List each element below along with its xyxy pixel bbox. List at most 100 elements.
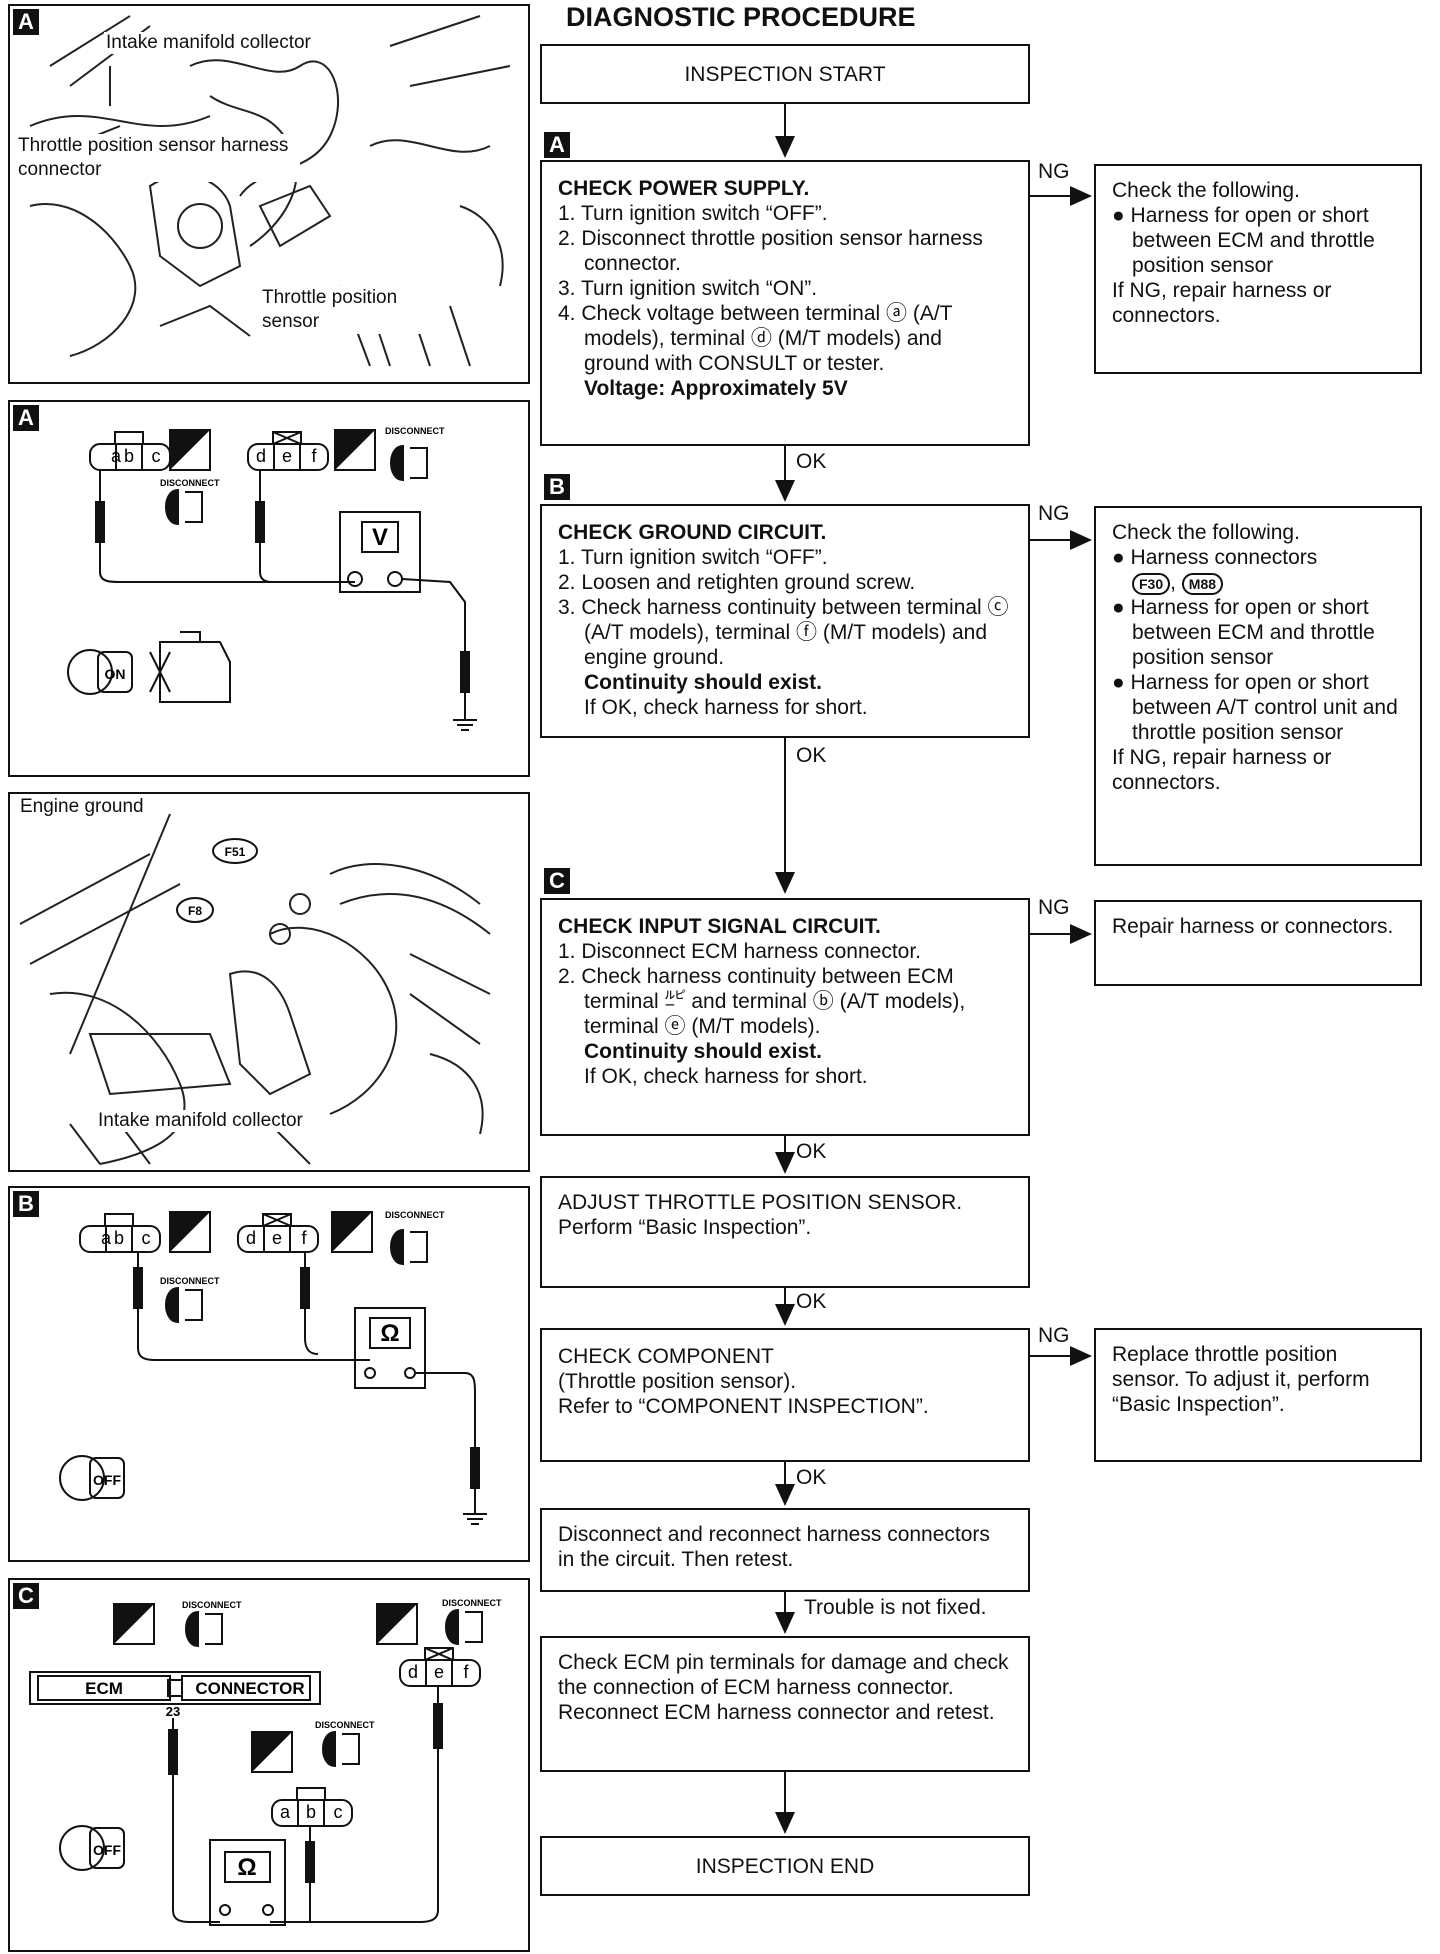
key-off: OFF: [93, 1472, 121, 1488]
pin-f: f: [311, 446, 317, 466]
step-tag-c: C: [544, 868, 570, 894]
continuity-spec-b: Continuity should exist.: [584, 671, 823, 694]
pin-f-b: f: [301, 1228, 307, 1248]
connector-f8: F8: [188, 904, 202, 918]
inspection-end-box: INSPECTION END: [540, 1836, 1030, 1896]
note-b: If OK, check harness for short.: [584, 696, 868, 719]
ts-icon: [169, 429, 211, 471]
ng-a-intro: Check the following.: [1112, 179, 1300, 202]
pin-c-c: c: [334, 1802, 343, 1822]
engine-ground-sketch: F51 F8: [19, 813, 491, 1165]
component-line-3: Refer to “COMPONENT INSPECTION”.: [558, 1395, 929, 1418]
circuit-c-illustration: C: [8, 1578, 530, 1952]
pin-c-b: c: [142, 1228, 151, 1248]
pin-a-c: a: [280, 1802, 291, 1822]
ts-icon-2: [334, 429, 376, 471]
ng-label-a: NG: [1038, 160, 1070, 183]
disconnect-label-c3: DISCONNECT: [315, 1720, 375, 1730]
label-engine-ground: Engine ground: [18, 796, 146, 818]
check-power-supply-title: CHECK POWER SUPPLY.: [558, 177, 810, 200]
check-ground-circuit-box: CHECK GROUND CIRCUIT. 1. Turn ignition s…: [540, 504, 1030, 738]
reconnect-box: Disconnect and reconnect harness connect…: [540, 1508, 1030, 1592]
connector-f51: F51: [225, 845, 246, 859]
circuit-b-illustration: B a b c d e f: [8, 1186, 530, 1562]
ecm-check-line-1: Check ECM pin terminals for damage and c…: [558, 1651, 1009, 1699]
ts-label-2: T.S.: [355, 456, 371, 466]
ok-label-b: OK: [796, 744, 827, 767]
ts-label-b: T.S.: [190, 1238, 206, 1248]
ng-box-c: Repair harness or connectors.: [1094, 900, 1422, 986]
step-b-1: 1. Turn ignition switch “OFF”.: [558, 546, 828, 569]
adjust-tps-box: ADJUST THROTTLE POSITION SENSOR. Perform…: [540, 1176, 1030, 1288]
step-a-4: 4. Check voltage between terminal ⓐ (A/T…: [558, 302, 953, 375]
pin-a: a: [111, 446, 122, 466]
ng-b-outro: If NG, repair harness or connectors.: [1112, 746, 1332, 794]
ecm-label: ECM: [85, 1679, 123, 1698]
ts-label: T.S.: [190, 456, 206, 466]
ng-box-a: Check the following. ● Harness for open …: [1094, 164, 1422, 374]
ng-label-c: NG: [1038, 896, 1070, 919]
adjust-line-1: ADJUST THROTTLE POSITION SENSOR.: [558, 1191, 963, 1214]
step-c-1: 1. Disconnect ECM harness connector.: [558, 940, 922, 963]
disconnect-label: DISCONNECT: [160, 478, 220, 488]
disconnect-label-c2: DISCONNECT: [442, 1598, 502, 1608]
panel-tag-b: B: [13, 1191, 39, 1217]
not-fixed-label: Trouble is not fixed.: [804, 1596, 987, 1619]
pin-d-b: d: [246, 1228, 256, 1248]
pin-b-c: b: [306, 1802, 316, 1822]
pin-c: c: [152, 446, 161, 466]
continuity-spec-c: Continuity should exist.: [584, 1040, 823, 1063]
label-intake-manifold-collector: Intake manifold collector: [104, 32, 313, 54]
ng-box-b: Check the following. ● Harness connector…: [1094, 506, 1422, 866]
ecm-check-line-2: Reconnect ECM harness connector and rete…: [558, 1701, 995, 1724]
ok-label-a: OK: [796, 450, 827, 473]
ecm-pin-23: 23: [166, 1704, 180, 1719]
throttle-sensor-location-illustration: A Intake manifold collector Throttle pos…: [8, 4, 530, 384]
ts-label-c2: T.S.: [270, 1758, 286, 1768]
adjust-line-2: Perform “Basic Inspection”.: [558, 1216, 812, 1239]
component-line-2: (Throttle position sensor).: [558, 1370, 797, 1393]
disconnect-label-b2: DISCONNECT: [385, 1210, 445, 1220]
voltmeter-symbol: V: [372, 524, 388, 551]
pin-a-b: a: [101, 1228, 112, 1248]
label-throttle-position-sensor: Throttle position sensor: [260, 286, 434, 334]
connector-label: CONNECTOR: [195, 1679, 304, 1698]
pin-d-c: d: [408, 1662, 418, 1682]
ng-b-bullet-2: ● Harness for open or short between ECM …: [1112, 596, 1375, 669]
ng-a-bullet-1: ● Harness for open or short between ECM …: [1112, 204, 1375, 277]
step-tag-b: B: [544, 474, 570, 500]
label-intake-manifold-collector-2: Intake manifold collector: [96, 1110, 305, 1132]
ng-label-component: NG: [1038, 1324, 1070, 1347]
panel-tag-c: C: [13, 1583, 39, 1609]
step-b-3: 3. Check harness continuity between term…: [558, 596, 1009, 669]
pin-b: b: [124, 446, 134, 466]
step-a-1: 1. Turn ignition switch “OFF”.: [558, 202, 828, 225]
panel-tag-a: A: [13, 9, 39, 35]
disconnect-label-c: DISCONNECT: [182, 1600, 242, 1610]
engine-ground-illustration: F51 F8 Engine ground Intake manifold col…: [8, 792, 530, 1172]
pin-e: e: [282, 446, 292, 466]
check-input-signal-box: CHECK INPUT SIGNAL CIRCUIT. 1. Disconnec…: [540, 898, 1030, 1136]
step-tag-a: A: [544, 132, 570, 158]
ok-label-c: OK: [796, 1140, 827, 1163]
circuit-b-wiring: a b c d e f Ω OFF T.S. T.S. DISCONNECT D…: [59, 1210, 487, 1525]
pin-d: d: [256, 446, 266, 466]
circuit-a-wiring: a b c d e f V ON T.S. T.S. DISCONNECT DI…: [67, 426, 477, 731]
label-tps-harness-connector: Throttle position sensor harness connect…: [16, 134, 300, 182]
disconnect-label-b: DISCONNECT: [160, 1276, 220, 1286]
circuit-a-illustration: A: [8, 400, 530, 777]
ok-label-component: OK: [796, 1466, 827, 1489]
key-on: ON: [105, 666, 126, 682]
pin-e-c: e: [434, 1662, 444, 1682]
panel-tag-a-circuit: A: [13, 405, 39, 431]
ng-label-b: NG: [1038, 502, 1070, 525]
check-component-box: CHECK COMPONENT (Throttle position senso…: [540, 1328, 1030, 1462]
ok-label-adjust: OK: [796, 1290, 827, 1313]
component-line-1: CHECK COMPONENT: [558, 1345, 774, 1368]
step-c-2: 2. Check harness continuity between ECM …: [558, 965, 966, 1038]
note-c: If OK, check harness for short.: [584, 1065, 868, 1088]
step-a-2: 2. Disconnect throttle position sensor h…: [558, 227, 983, 275]
inspection-start-box: INSPECTION START: [540, 44, 1030, 104]
disconnect-icon: [165, 444, 428, 526]
